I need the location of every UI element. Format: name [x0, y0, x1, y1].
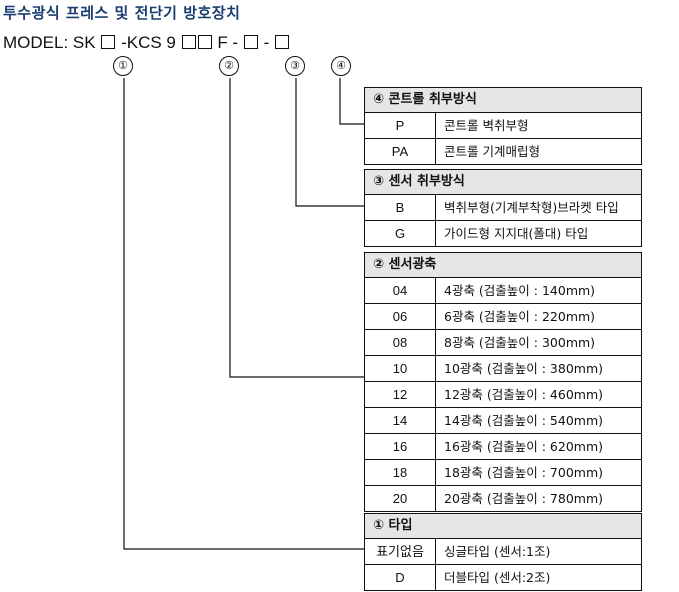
table-row: 06 6광축 (검출높이 : 220mm): [365, 303, 641, 329]
code-cell: 12: [365, 382, 436, 407]
connector-2: [229, 78, 364, 378]
table-header: ② 센서광축: [365, 253, 641, 278]
table-header: ① 타입: [365, 514, 641, 539]
desc-cell: 4광축 (검출높이 : 140mm): [444, 283, 596, 298]
desc-cell: 벽취부형(기계부착형)브라켓 타입: [444, 200, 619, 215]
connector-3: [295, 78, 364, 207]
desc-cell: 더블타입 (센서:2조): [444, 570, 551, 585]
table-row: 16 16광축 (검출높이 : 620mm): [365, 433, 641, 459]
model-segment-4: -: [263, 33, 270, 52]
table-header: ④ 콘트롤 취부방식: [365, 88, 641, 113]
desc-cell: 10광축 (검출높이 : 380mm): [444, 361, 604, 376]
page-title: 투수광식 프레스 및 전단기 방호장치: [3, 4, 241, 22]
table-row: D 더블타입 (센서:2조): [365, 564, 641, 590]
model-prefix: MODEL: SK: [3, 33, 96, 52]
connector-1: [123, 78, 364, 550]
table-row: PA 콘트롤 기계매립형: [365, 138, 641, 164]
marker-2: ②: [219, 56, 239, 76]
table-row: 표기없음 싱글타입 (센서:1조): [365, 539, 641, 564]
placeholder-box: [101, 35, 116, 49]
sensor-axes-table: ② 센서광축 04 4광축 (검출높이 : 140mm) 06 6광축 (검출높이 …: [364, 252, 642, 512]
desc-cell: 16광축 (검출높이 : 620mm): [444, 439, 604, 454]
model-code: MODEL: SK -KCS 9 F - -: [3, 33, 290, 53]
code-cell: 16: [365, 434, 436, 459]
placeholder-box: [181, 35, 196, 49]
model-segment-2: -KCS 9: [121, 33, 176, 52]
table-row: 18 18광축 (검출높이 : 700mm): [365, 459, 641, 485]
sensor-mount-table: ③ 센서 취부방식 B 벽취부형(기계부착형)브라켓 타입 G 가이드형 지지대…: [364, 169, 642, 247]
desc-cell: 콘트롤 벽취부형: [444, 118, 529, 133]
model-segment-3: F -: [217, 33, 239, 52]
placeholder-box: [197, 35, 212, 49]
table-header: ③ 센서 취부방식: [365, 170, 641, 195]
code-cell: PA: [365, 139, 436, 164]
table-row: 08 8광축 (검출높이 : 300mm): [365, 329, 641, 355]
desc-cell: 20광축 (검출높이 : 780mm): [444, 491, 604, 506]
table-row: P 콘트롤 벽취부형: [365, 113, 641, 138]
table-row: 14 14광축 (검출높이 : 540mm): [365, 407, 641, 433]
marker-4: ④: [331, 56, 351, 76]
desc-cell: 8광축 (검출높이 : 300mm): [444, 335, 596, 350]
table-row: 20 20광축 (검출높이 : 780mm): [365, 485, 641, 511]
code-cell: 06: [365, 304, 436, 329]
marker-1: ①: [113, 56, 133, 76]
placeholder-box: [274, 35, 289, 49]
desc-cell: 18광축 (검출높이 : 700mm): [444, 465, 604, 480]
type-table: ① 타입 표기없음 싱글타입 (센서:1조) D 더블타입 (센서:2조): [364, 513, 642, 591]
code-cell: 18: [365, 460, 436, 485]
code-cell: 표기없음: [365, 539, 436, 564]
table-row: 04 4광축 (검출높이 : 140mm): [365, 278, 641, 303]
code-cell: G: [365, 221, 436, 246]
control-mount-table: ④ 콘트롤 취부방식 P 콘트롤 벽취부형 PA 콘트롤 기계매립형: [364, 87, 642, 165]
table-row: B 벽취부형(기계부착형)브라켓 타입: [365, 195, 641, 220]
marker-3: ③: [285, 56, 305, 76]
code-cell: B: [365, 195, 436, 220]
code-cell: P: [365, 113, 436, 138]
code-cell: D: [365, 565, 436, 590]
connector-4: [339, 78, 364, 125]
table-row: 12 12광축 (검출높이 : 460mm): [365, 381, 641, 407]
desc-cell: 6광축 (검출높이 : 220mm): [444, 309, 596, 324]
desc-cell: 12광축 (검출높이 : 460mm): [444, 387, 604, 402]
desc-cell: 14광축 (검출높이 : 540mm): [444, 413, 604, 428]
desc-cell: 콘트롤 기계매립형: [444, 144, 540, 159]
code-cell: 10: [365, 356, 436, 381]
code-cell: 20: [365, 486, 436, 511]
table-row: 10 10광축 (검출높이 : 380mm): [365, 355, 641, 381]
table-row: G 가이드형 지지대(폴대) 타입: [365, 220, 641, 246]
placeholder-box: [243, 35, 258, 49]
desc-cell: 싱글타입 (센서:1조): [444, 544, 551, 559]
code-cell: 04: [365, 278, 436, 303]
code-cell: 14: [365, 408, 436, 433]
desc-cell: 가이드형 지지대(폴대) 타입: [444, 226, 589, 241]
code-cell: 08: [365, 330, 436, 355]
